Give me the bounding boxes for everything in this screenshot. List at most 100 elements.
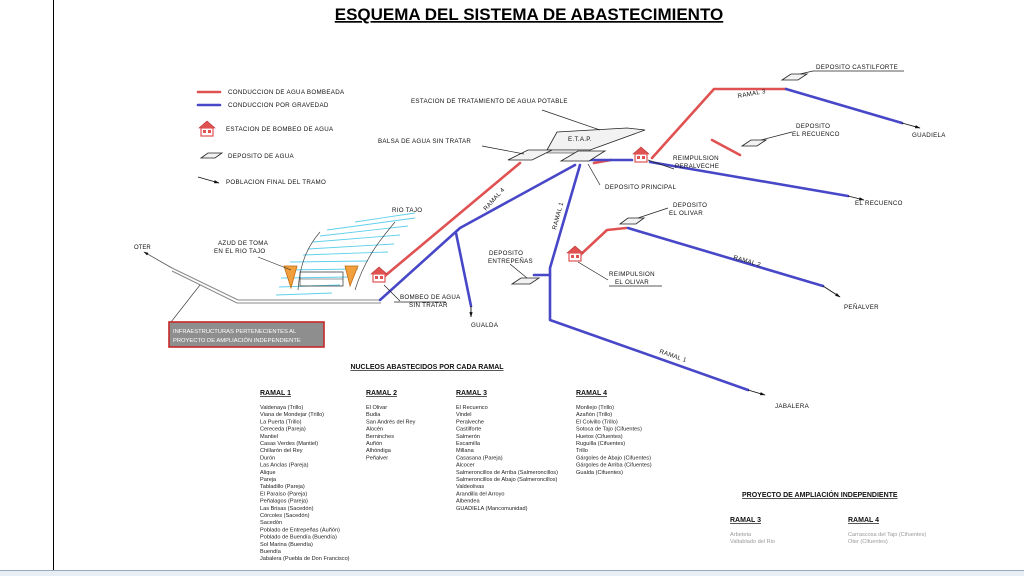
- label-bombeo-2: SIN TRATAR: [409, 302, 448, 309]
- label-etap-station: ESTACION DE TRATAMIENTO DE AGUA POTABLE: [411, 98, 568, 105]
- balsa-deposit: [507, 149, 553, 161]
- label-dep-olivar-1: DEPOSITO: [673, 202, 707, 209]
- ramal3-item: Valdeolivas: [456, 484, 484, 490]
- guadiela-arrow-icon: [901, 122, 921, 129]
- ramal1-item: La Puerta (Trillo): [260, 419, 302, 425]
- ramal1-item: Peñalagos (Pareja): [260, 499, 308, 505]
- ramal3-item: Vindel: [456, 412, 471, 418]
- ramal3-item: Escamilla: [456, 441, 481, 447]
- ramal3-item: GUADIELA (Mancomunidad): [456, 506, 528, 512]
- ramal1-item: Las Anclas (Pareja): [260, 463, 309, 469]
- legend-gravity-label: CONDUCCION POR GRAVEDAD: [228, 102, 329, 109]
- gravity-pipe-recuenco: [648, 160, 850, 198]
- ramal3-item: Millana: [456, 448, 475, 454]
- ramal1-title: RAMAL 1: [260, 390, 291, 397]
- label-ramal-1-diag: RAMAL 1: [658, 348, 687, 364]
- infra-leader-line: [170, 284, 201, 323]
- ramal1-item: Alique: [260, 470, 276, 476]
- label-reimp-peral-2: PERALVECHE: [675, 163, 719, 170]
- viewer-bottom-bar: [0, 571, 1024, 576]
- ramal4-item: Gualda (Cifuentes): [576, 470, 623, 476]
- label-dep-recuenco-1: DEPOSITO: [796, 123, 830, 130]
- gravity-pipe-ramal1: [548, 163, 750, 392]
- ramal3-item: Castilforte: [456, 427, 481, 433]
- ramal1-item: El Paraíso (Pareja): [260, 491, 307, 497]
- legend-pumped-label: CONDUCCION DE AGUA BOMBEADA: [228, 89, 345, 96]
- rio-tajo-river: [275, 212, 416, 296]
- page-title: ESQUEMA DEL SISTEMA DE ABASTECIMIENTO: [335, 5, 724, 24]
- label-etap: E.T.A.P.: [568, 136, 592, 143]
- recuenco-arrow-icon: [847, 195, 865, 201]
- ramal4-item: Gárgoles de Abajo (Cifuentes): [576, 455, 651, 461]
- ramal2-item: Auñón: [366, 441, 382, 447]
- amp-ramal3-title: RAMAL 3: [730, 517, 761, 524]
- pumped-pipe-main: [378, 161, 522, 282]
- label-jabalera: JABALERA: [775, 403, 810, 410]
- legend-pump-icon: [198, 120, 216, 137]
- label-ramal-2: RAMAL 2: [732, 254, 761, 269]
- amp-ramal3-item: Arbeteta: [730, 532, 752, 538]
- pumped-pipe-peralveche-recuenco: [710, 138, 742, 157]
- label-dep-entrepenas-2: ENTREPEÑAS: [488, 258, 533, 265]
- etap-building: [546, 127, 646, 151]
- ramal3-item: Arandilla del Arroyo: [456, 491, 505, 497]
- balsa-leader: [481, 145, 525, 155]
- deposito-principal: [559, 150, 607, 162]
- ramal4-item: El Colvillo (Trillo): [576, 419, 618, 425]
- legend-final-label: POBLACION FINAL DEL TRAMO: [226, 179, 326, 186]
- label-deposito-principal: DEPOSITO PRINCIPAL: [605, 184, 676, 191]
- ramal3-item: El Recuenco: [456, 405, 488, 411]
- label-infra-2: PROYECTO DE AMPLIACIÓN INDEPENDIENTE: [173, 337, 301, 344]
- label-gualda: GUALDA: [471, 322, 499, 329]
- infra-box: [168, 321, 325, 348]
- ramal3-item: Alcocer: [456, 463, 475, 469]
- ramal2-item: Alhóndiga: [366, 448, 392, 454]
- amp-ramal4-title: RAMAL 4: [848, 517, 879, 524]
- ramal1-item: Poblado de Entrepeñas (Auñón): [260, 527, 340, 533]
- legend-final-arrow-icon: [197, 176, 220, 184]
- amp-ramal4-item: Carrascosa del Tajo (Cifuentes): [848, 532, 926, 538]
- penalver-arrow-icon: [822, 285, 841, 298]
- label-azud-1: AZUD DE TOMA: [218, 240, 269, 247]
- ramal2-title: RAMAL 2: [366, 390, 397, 397]
- label-bombeo-1: BOMBEO DE AGUA: [400, 294, 461, 301]
- legend-deposit-label: DEPOSITO DE AGUA: [228, 153, 294, 160]
- pumped-pipe-olivar: [575, 226, 628, 260]
- azud-de-toma: [257, 256, 359, 290]
- ramal3-item: Albendea: [456, 499, 481, 505]
- deposito-el-olivar: [618, 217, 646, 225]
- legend-deposit-icon: [199, 152, 224, 159]
- ramal1-item: Chillarón del Rey: [260, 448, 303, 454]
- pump-peralveche-icon: [632, 146, 650, 163]
- ramal4-item: Sotoca de Tajo (Cifuentes): [576, 427, 642, 433]
- ramal1-item: Poblado de Buendía (Buendía): [260, 535, 337, 541]
- bombeo-leader: [383, 284, 401, 302]
- ramal3-item: Salmerón: [456, 434, 480, 440]
- ramal2-item: Budia: [366, 412, 381, 418]
- ramal2-item: Peñalver: [366, 455, 388, 461]
- pump-bombeo-sin-tratar-icon: [370, 266, 388, 283]
- page-bottom-border: [0, 570, 1024, 571]
- oter-pipeline: [171, 267, 380, 301]
- legend: CONDUCCION DE AGUA BOMBEADA CONDUCCION P…: [196, 89, 345, 186]
- ramal1-list: Valdenaya (Trillo)Viana de Mondejar (Tri…: [260, 405, 350, 562]
- label-reimp-peral-1: REIMPULSION: [673, 155, 719, 162]
- jabalera-arrow-icon: [747, 389, 766, 396]
- ramal4-list: Monliejo (Trillo)Azañón (Trillo)El Colvi…: [576, 405, 652, 476]
- label-oter: OTER: [134, 245, 151, 251]
- gravity-pipe-ramal4: [378, 163, 577, 302]
- ramal1-item: Cereceda (Pareja): [260, 427, 306, 433]
- ramal3-item: Casasana (Pareja): [456, 455, 503, 461]
- ramal1-item: Casas Verdes (Mantiel): [260, 441, 318, 447]
- deposito-castilforte: [780, 73, 809, 81]
- ramal4-item: Huetos (Cifuentes): [576, 434, 623, 440]
- oter-arrow-icon: [143, 251, 173, 269]
- etap-leader: [541, 109, 601, 131]
- ramal1-item: Pareja: [260, 477, 277, 483]
- gravity-pipe-ramal2: [626, 226, 825, 288]
- deposito-entrepenas: [510, 277, 541, 285]
- nucleos-heading: NUCLEOS ABASTECIDOS POR CADA RAMAL: [350, 364, 504, 371]
- label-penalver: PEÑALVER: [844, 304, 879, 311]
- amp-ramal4-list: Carrascosa del Tajo (Cifuentes)Oter (Cif…: [848, 532, 926, 545]
- gravity-pipe-gualda: [454, 231, 473, 308]
